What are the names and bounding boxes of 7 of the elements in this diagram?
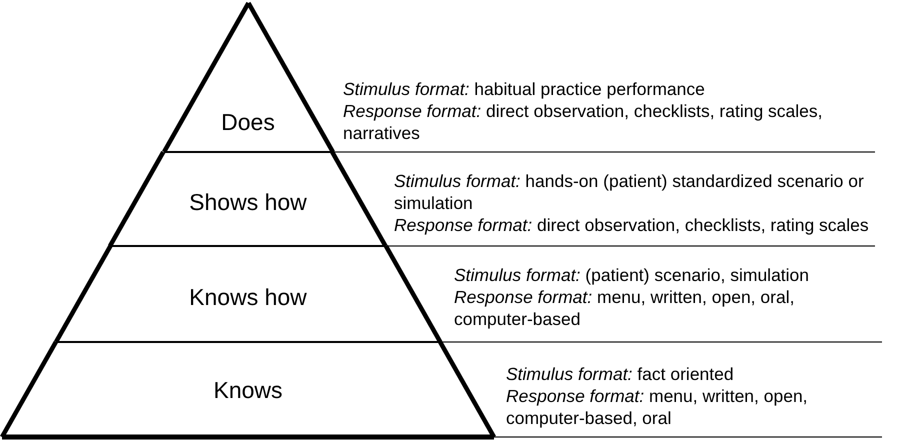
format-description: Stimulus format: (patient) scenario, simulation (454, 264, 810, 286)
format-description: Stimulus format: habitual practice performance (343, 78, 706, 100)
format-description: Response format: direct observation, checklists, rating scales, narratives (343, 100, 824, 144)
format-description: Response format: menu, written, open, computer-based, oral (506, 385, 809, 429)
format-description: Response format: direct observation, checklists, rating scales (394, 214, 870, 236)
format-description: Stimulus format: fact oriented (506, 363, 735, 385)
format-description: Response format: menu, written, open, oral, computer-based (454, 286, 796, 330)
